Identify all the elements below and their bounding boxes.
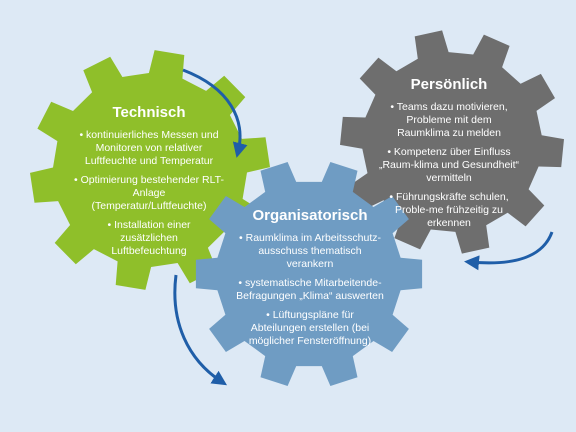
persoenlich-block: Persönlich Teams dazu motivieren, Proble… bbox=[338, 76, 560, 236]
arrow-technisch-down-icon bbox=[173, 274, 228, 386]
technisch-item: Installation einer zusätzlichen Luftbefe… bbox=[34, 219, 264, 258]
technisch-item: Optimierung bestehender RLT-Anlage (Temp… bbox=[34, 174, 264, 213]
technisch-block: Technisch kontinuierliches Messen und Mo… bbox=[34, 104, 264, 264]
organisatorisch-block: Organisatorisch Raumklima im Arbeitsschu… bbox=[196, 207, 424, 354]
persoenlich-item: Führungskräfte schulen, Proble-me frühze… bbox=[338, 191, 560, 230]
technisch-title: Technisch bbox=[112, 104, 186, 121]
organisatorisch-title: Organisatorisch bbox=[252, 207, 368, 224]
organisatorisch-item: Raumklima im Arbeitsschutz-ausschuss the… bbox=[196, 232, 424, 271]
arrow-persoenlich-to-organisatorisch-icon bbox=[464, 231, 554, 271]
organisatorisch-item: systematische Mitarbeitende-Befragungen … bbox=[196, 277, 424, 303]
persoenlich-title: Persönlich bbox=[410, 76, 488, 93]
organisatorisch-item: Lüftungspläne für Abteilungen erstellen … bbox=[196, 309, 424, 348]
persoenlich-item: Kompetenz über Einfluss „Raum-klima und … bbox=[338, 146, 560, 185]
technisch-item: kontinuierliches Messen und Monitoren vo… bbox=[34, 129, 264, 168]
persoenlich-item: Teams dazu motivieren, Probleme mit dem … bbox=[338, 101, 560, 140]
